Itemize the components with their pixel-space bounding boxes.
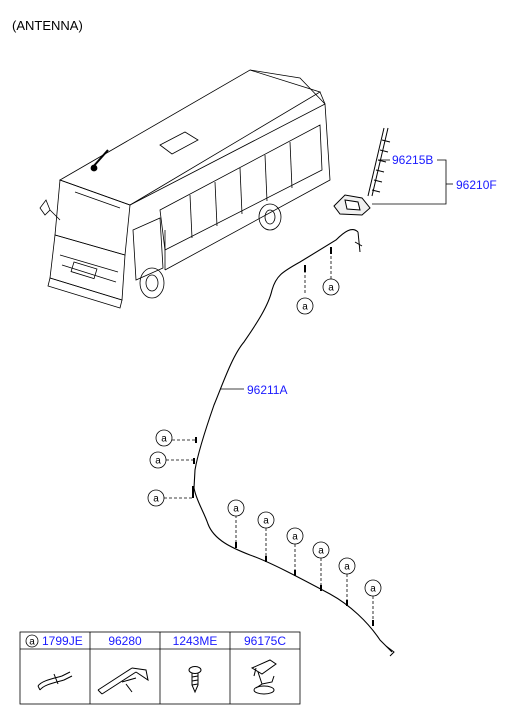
callout-a: a: [149, 451, 167, 469]
legend-header-1799JE: a 1799JE: [25, 634, 83, 648]
antenna-base: [333, 194, 371, 216]
svg-text:a: a: [153, 494, 159, 505]
callout-a: a: [147, 489, 165, 507]
svg-text:a: a: [302, 302, 308, 313]
callout-a: a: [286, 527, 304, 545]
svg-text:a: a: [370, 584, 376, 595]
legend-table: a 1799JE 96280 1243ME 96175C: [19, 631, 301, 705]
label-96211A: 96211A: [247, 383, 287, 397]
screw-icon: [188, 666, 202, 694]
svg-text:a: a: [233, 504, 239, 515]
holder-icon: [250, 659, 277, 695]
legend-header-96175C: 96175C: [244, 634, 286, 648]
diagram-title: (ANTENNA): [12, 18, 83, 33]
svg-text:a: a: [292, 532, 298, 543]
svg-text:a: a: [318, 546, 324, 557]
svg-text:a: a: [344, 562, 350, 573]
callout-a: a: [257, 511, 275, 529]
svg-text:a: a: [29, 637, 35, 648]
callout-a: a: [296, 297, 314, 315]
legend-header-96280: 96280: [108, 634, 142, 648]
svg-text:a: a: [328, 283, 334, 294]
svg-text:a: a: [263, 516, 269, 527]
svg-text:1799JE: 1799JE: [42, 634, 83, 648]
antenna-cable: [193, 229, 393, 653]
callout-a: a: [322, 278, 340, 296]
callout-a: a: [364, 579, 382, 597]
svg-text:a: a: [161, 434, 167, 445]
label-96215B: 96215B: [392, 153, 433, 167]
legend-header-1243ME: 1243ME: [173, 634, 218, 648]
bus-illustration: [39, 69, 331, 309]
clip-icon: [37, 671, 73, 691]
callout-a: a: [155, 429, 173, 447]
callout-a: a: [227, 499, 245, 517]
svg-text:a: a: [155, 456, 161, 467]
cable-tie-icon: [97, 667, 149, 695]
callout-a: a: [312, 541, 330, 559]
callouts: a a a a a a a a a a a: [147, 278, 382, 597]
callout-a: a: [338, 557, 356, 575]
label-96210F: 96210F: [456, 178, 497, 192]
antenna-rod: [367, 127, 391, 197]
